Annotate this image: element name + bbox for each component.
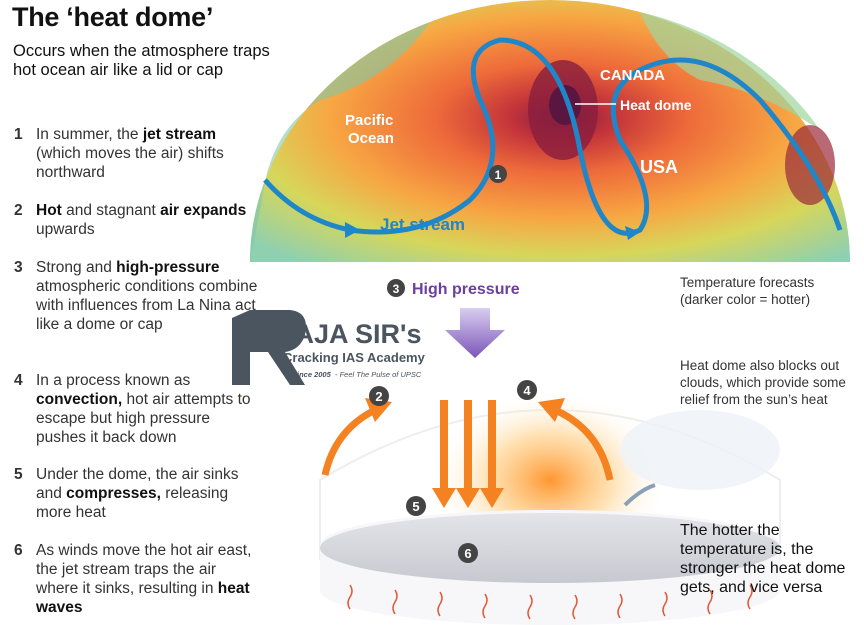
- rising-air-arrow-right: [553, 406, 614, 481]
- step-number: 2: [14, 202, 23, 219]
- marker-5: 5: [412, 499, 419, 514]
- label-usa: USA: [640, 157, 678, 177]
- step-number: 5: [14, 466, 23, 483]
- svg-text:1: 1: [495, 168, 502, 182]
- label-jet-stream: Jet stream: [380, 215, 465, 234]
- dome-diagram: 2 4 5 6 3 High pressure: [319, 279, 781, 625]
- forecast-note: Temperature forecasts (darker color = ho…: [680, 275, 815, 307]
- step-text: Under the dome, the air sinks and compre…: [36, 466, 239, 521]
- marker-2: 2: [375, 389, 382, 404]
- label-canada: CANADA: [600, 67, 665, 84]
- marker-3: 3: [393, 282, 400, 296]
- label-pacific: Pacific: [345, 112, 393, 129]
- step-text: As winds move the hot air east, the jet …: [36, 542, 252, 616]
- logo: RAJA SIR's Cracking IAS Academy Since 20…: [232, 310, 426, 385]
- jet-stream-line: [263, 37, 843, 236]
- step-number: 3: [14, 259, 23, 276]
- svg-text:Cracking IAS Academy: Cracking IAS Academy: [283, 350, 426, 365]
- cloud: [620, 410, 780, 490]
- step-1: 1 In summer, the jet stream (which moves …: [14, 125, 259, 182]
- temperature-map: CANADA Heat dome Pacific Ocean USA Jet s…: [250, 0, 850, 262]
- svg-text:- Feel The Pulse of UPSC: - Feel The Pulse of UPSC: [335, 370, 422, 379]
- label-heat-dome: Heat dome: [620, 97, 692, 113]
- step-text: In summer, the jet stream (which moves t…: [36, 126, 224, 181]
- rising-air-arrow-left: [321, 406, 377, 476]
- step-2: 2 Hot and stagnant air expands upwards: [14, 201, 259, 239]
- marker-1: [489, 165, 507, 183]
- svg-text:Since 2005: Since 2005: [292, 370, 332, 379]
- marker-4: 4: [523, 383, 531, 398]
- step-5: 5 Under the dome, the air sinks and compr…: [14, 465, 259, 522]
- step-3: 3 Strong and high-pressure atmospheric co…: [14, 258, 259, 334]
- step-text: Strong and high-pressure atmospheric con…: [36, 259, 258, 333]
- high-pressure-arrow: [445, 308, 505, 358]
- step-4: 4 In a process known as convection, hot a…: [14, 371, 259, 447]
- step-text: In a process known as convection, hot ai…: [36, 372, 251, 446]
- hotter-note: The hotter the temperature is, the stron…: [680, 522, 846, 596]
- clouds-note: Heat dome also blocks out clouds, which …: [680, 358, 846, 407]
- step-number: 6: [14, 542, 23, 559]
- svg-text:RAJA SIR's: RAJA SIR's: [275, 319, 421, 349]
- subtitle: Occurs when the atmosphere traps hot oce…: [13, 42, 270, 79]
- high-pressure-label: High pressure: [412, 281, 520, 298]
- sinking-air-arrows: [432, 400, 504, 508]
- marker-6: 6: [464, 546, 471, 561]
- step-number: 4: [14, 372, 23, 389]
- step-number: 1: [14, 126, 23, 143]
- step-text: Hot and stagnant air expands upwards: [36, 202, 247, 238]
- label-ocean: Ocean: [348, 130, 394, 147]
- step-6: 6 As winds move the hot air east, the jet…: [14, 541, 259, 617]
- page-title: The ‘heat dome’: [12, 2, 214, 32]
